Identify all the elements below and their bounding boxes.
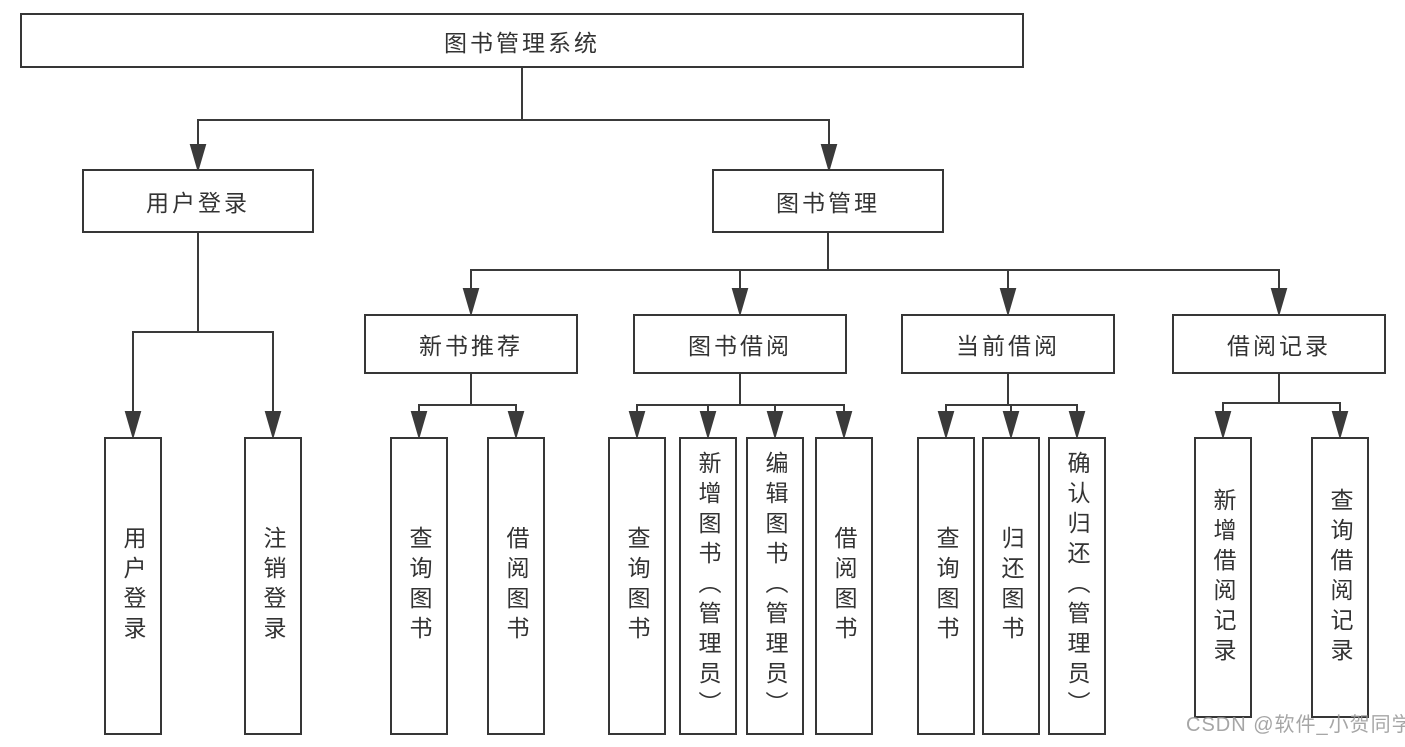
csdn-watermark: CSDN @软件_小贺同学 [1186, 714, 1405, 736]
node-label: 确认归还（管理员） [1064, 451, 1090, 721]
node-return-books: 归还图书 [982, 437, 1040, 735]
node-book-borrow: 图书借阅 [633, 314, 847, 374]
node-label: 图书借阅 [688, 333, 792, 359]
node-label: 借阅记录 [1227, 333, 1331, 359]
node-user-login: 用户登录 [82, 169, 314, 233]
node-logout-action: 注销登录 [244, 437, 302, 735]
node-label: 图书管理 [776, 190, 880, 216]
node-label: 借阅图书 [831, 526, 857, 646]
node-edit-books-admin: 编辑图书（管理员） [746, 437, 804, 735]
node-borrow-books: 借阅图书 [815, 437, 873, 735]
node-query-borrow-record: 查询借阅记录 [1311, 437, 1369, 718]
node-label: 注销登录 [260, 526, 286, 646]
node-label: 当前借阅 [956, 333, 1060, 359]
node-label: 新书推荐 [419, 333, 523, 359]
node-label: 新增借阅记录 [1210, 487, 1236, 668]
node-label: 编辑图书（管理员） [762, 451, 788, 721]
node-new-book-recommend: 新书推荐 [364, 314, 578, 374]
node-add-books-admin: 新增图书（管理员） [679, 437, 737, 735]
node-query-current-books: 查询图书 [917, 437, 975, 735]
node-label: 借阅图书 [503, 526, 529, 646]
node-borrow-records: 借阅记录 [1172, 314, 1386, 374]
node-query-books: 查询图书 [608, 437, 666, 735]
node-label: 归还图书 [998, 526, 1024, 646]
node-label: 用户登录 [146, 190, 250, 216]
node-label: 查询图书 [624, 526, 650, 646]
node-confirm-return-admin: 确认归还（管理员） [1048, 437, 1106, 735]
node-borrow-books-recommend: 借阅图书 [487, 437, 545, 735]
node-label: 用户登录 [120, 526, 146, 646]
node-label: 查询借阅记录 [1327, 487, 1353, 668]
node-label: 查询图书 [406, 526, 432, 646]
node-system-root: 图书管理系统 [20, 13, 1024, 68]
node-user-login-action: 用户登录 [104, 437, 162, 735]
node-book-management: 图书管理 [712, 169, 944, 233]
node-label: 图书管理系统 [444, 29, 600, 56]
node-label: 查询图书 [933, 526, 959, 646]
node-add-borrow-record: 新增借阅记录 [1194, 437, 1252, 718]
node-query-books-recommend: 查询图书 [390, 437, 448, 735]
node-current-borrow: 当前借阅 [901, 314, 1115, 374]
node-label: 新增图书（管理员） [695, 451, 721, 721]
